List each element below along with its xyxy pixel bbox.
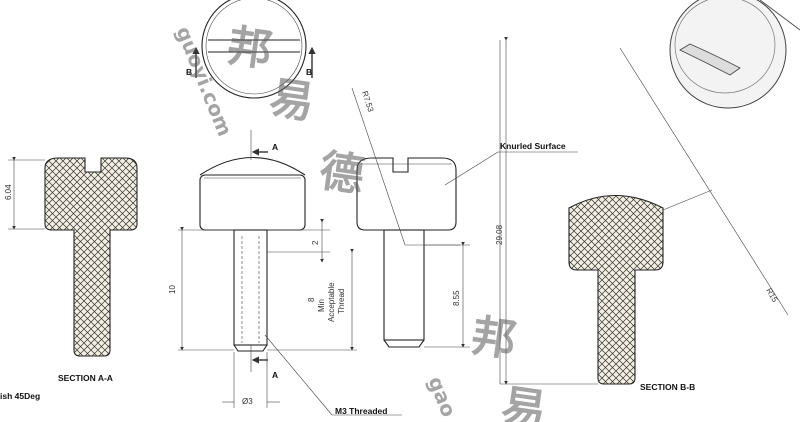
section-bb-body [568, 195, 664, 385]
front-view: R7.53 8.55 [351, 87, 470, 348]
dim-total-length: 29.08 [495, 224, 504, 245]
knurled-callout: Knurled Surface [444, 141, 578, 186]
dim-head-gap: 2 [311, 240, 320, 245]
knurled-surface-label: Knurled Surface [500, 141, 566, 151]
section-mark-b-right: B [306, 67, 312, 77]
dim-head-height: 6.04 [4, 184, 13, 200]
section-bb-view: 29.08 R15 SECTION B-B [495, 37, 789, 392]
section-mark-b-left: B [186, 67, 192, 77]
section-arrow-a-top: A [272, 142, 278, 152]
section-bb-label: SECTION B-B [640, 382, 695, 392]
section-aa-body [44, 157, 138, 357]
watermark: 邦 易 德 邦 易 guoyi.com gao [171, 20, 549, 422]
isometric-render [669, 0, 800, 109]
section-aa-label: SECTION A-A [58, 373, 113, 383]
svg-text:易: 易 [266, 72, 317, 129]
thread-note-thread: Thread [337, 289, 346, 314]
section-aa-view: 6.04 SECTION A-A [4, 157, 138, 383]
dim-thread-length: 8.55 [452, 290, 461, 306]
side-view: A A 10 2 8 Min Acceptable Thread Ø3 [168, 130, 357, 408]
dim-shank-length: 10 [168, 285, 177, 294]
thread-note-min: Min [317, 299, 326, 312]
top-view: B B [186, 0, 316, 99]
m3-threaded-label: M3 Threaded [335, 406, 387, 416]
section-arrow-a-bottom: A [272, 370, 278, 380]
svg-text:邦: 邦 [468, 310, 519, 367]
dim-diameter: Ø3 [242, 397, 253, 406]
svg-text:邦: 邦 [224, 20, 275, 77]
svg-text:德: 德 [316, 145, 367, 202]
thread-callout: M3 Threaded [264, 334, 402, 416]
dim-head-radius: R7.53 [360, 90, 375, 114]
thread-note-8: 8 [307, 297, 316, 302]
svg-text:gao: gao [423, 373, 461, 421]
dim-head-radius-bb: R15 [764, 287, 779, 305]
svg-text:易: 易 [498, 380, 549, 422]
thread-note-acceptable: Acceptable [327, 282, 336, 322]
finish-note: ish 45Deg [0, 391, 40, 401]
